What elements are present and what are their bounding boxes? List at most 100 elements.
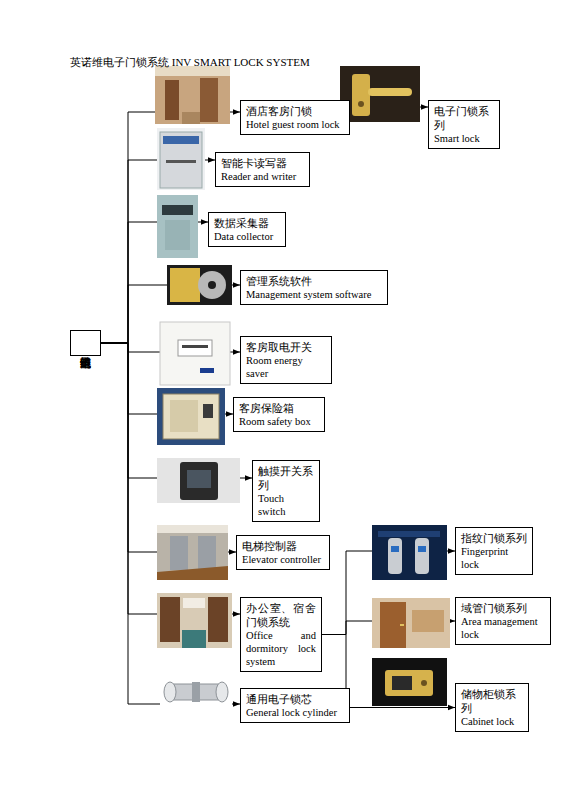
- reader-photo: [163, 136, 199, 144]
- software-photo: [198, 271, 226, 299]
- label-box: 客房保险箱Room safety box: [233, 397, 325, 432]
- elevator-photo: [157, 566, 228, 580]
- safety-box-photo: [157, 388, 225, 445]
- label-title: 指纹门锁系列: [461, 531, 527, 545]
- energy-saver-photo: [182, 345, 208, 348]
- label-text: Hotel guest room lock: [246, 118, 344, 131]
- cylinder-photo: [160, 670, 232, 715]
- cabinet-photo: [372, 658, 447, 706]
- office-photo: [208, 597, 228, 642]
- touch-switch-photo: [157, 458, 240, 503]
- reader-photo: [160, 132, 202, 188]
- collector-photo: [157, 195, 198, 258]
- cabinet-photo: [385, 670, 433, 696]
- touch-switch-photo: [180, 462, 218, 500]
- label-box: 酒店客房门锁Hotel guest room lock: [240, 100, 350, 135]
- diagram-title: 英诺维电子门锁系统 INV SMART LOCK SYSTEM: [70, 55, 310, 69]
- label-title: 数据采集器: [214, 216, 280, 230]
- label-title: 通用电子锁芯: [246, 692, 344, 706]
- label-box: 电梯控制器Elevator controller: [236, 535, 330, 570]
- label-text: Fingerprint lock: [461, 545, 527, 571]
- cabinet-photo: [392, 676, 412, 690]
- safety-box-photo: [157, 388, 225, 445]
- cabinet-photo: [421, 680, 427, 686]
- label-box: 数据采集器Data collector: [208, 212, 286, 247]
- root-box: 英诺维电子门锁系统: [70, 330, 101, 356]
- cylinder-photo: [160, 670, 232, 715]
- touch-switch-photo: [157, 458, 240, 503]
- fingerprint-photo: [415, 538, 429, 574]
- elevator-photo: [157, 525, 228, 533]
- hotel-photo: [165, 80, 179, 120]
- hotel-photo: [182, 112, 200, 124]
- label-title: 域管门锁系列: [461, 601, 545, 615]
- elevator-photo: [170, 536, 188, 570]
- label-text: Data collector: [214, 230, 280, 243]
- label-text: Cabinet lock: [461, 715, 523, 728]
- smart-lock-photo: [368, 88, 412, 96]
- label-text: Room safety box: [239, 415, 319, 428]
- area-lock-photo: [412, 610, 444, 632]
- office-photo: [182, 630, 206, 648]
- label-title: 触摸开关系列: [258, 464, 314, 492]
- label-title: 客房保险箱: [239, 401, 319, 415]
- label-box: 电子门锁系列Smart lock: [428, 100, 500, 149]
- elevator-photo: [157, 525, 228, 580]
- cabinet-photo: [372, 658, 447, 706]
- label-box: 通用电子锁芯General lock cylinder: [240, 688, 350, 723]
- software-photo: [208, 281, 216, 289]
- touch-switch-photo: [187, 470, 211, 488]
- label-text: Elevator controller: [242, 553, 324, 566]
- software-photo: [167, 265, 232, 305]
- label-text: Management system software: [246, 288, 382, 301]
- fingerprint-photo: [388, 538, 402, 574]
- fingerprint-photo: [418, 546, 426, 552]
- label-box: 办公室、宿舍门锁系统Office and dormitory lock syst…: [240, 597, 322, 672]
- reader-photo: [157, 128, 205, 190]
- label-text: Smart lock: [434, 132, 494, 145]
- arrow-connector: [101, 343, 240, 704]
- collector-photo: [157, 195, 198, 258]
- software-photo: [170, 268, 200, 302]
- label-title: 酒店客房门锁: [246, 104, 344, 118]
- label-title: 办公室、宿舍门锁系统: [246, 601, 316, 629]
- office-photo: [160, 597, 180, 642]
- software-photo: [167, 265, 232, 305]
- label-box: 指纹门锁系列Fingerprint lock: [455, 527, 533, 575]
- label-box: 域管门锁系列Area management lock: [455, 597, 551, 645]
- reader-photo: [166, 160, 196, 163]
- safety-box-photo: [170, 400, 198, 432]
- label-title: 电梯控制器: [242, 539, 324, 553]
- cylinder-photo: [164, 682, 176, 702]
- energy-saver-photo: [160, 322, 230, 385]
- fingerprint-photo: [391, 546, 399, 552]
- energy-saver-photo: [160, 322, 230, 385]
- label-title: 电子门锁系列: [434, 104, 494, 132]
- hotel-photo: [155, 66, 230, 124]
- smart-lock-photo: [340, 66, 420, 122]
- label-title: 智能卡读写器: [221, 156, 304, 170]
- elevator-photo: [198, 536, 216, 570]
- label-text: Area management lock: [461, 615, 545, 641]
- safety-box-photo: [163, 394, 219, 439]
- hotel-photo: [155, 66, 230, 124]
- energy-saver-photo: [178, 340, 212, 356]
- area-lock-photo: [372, 598, 450, 648]
- fingerprint-photo: [372, 525, 447, 580]
- area-lock-photo: [400, 624, 404, 626]
- label-box: 管理系统软件Management system software: [240, 270, 388, 305]
- collector-photo: [162, 205, 193, 215]
- label-box: 触摸开关系列Touch switch: [252, 460, 320, 522]
- smart-lock-photo: [340, 66, 420, 122]
- label-title: 储物柜锁系列: [461, 687, 523, 715]
- safety-box-photo: [203, 404, 213, 418]
- label-box: 储物柜锁系列Cabinet lock: [455, 683, 529, 732]
- fingerprint-photo: [378, 531, 440, 537]
- energy-saver-photo: [200, 368, 214, 373]
- hotel-photo: [200, 78, 218, 122]
- fingerprint-photo: [372, 525, 447, 580]
- office-photo: [183, 598, 205, 608]
- label-text: Reader and writer: [221, 170, 304, 183]
- area-lock-photo: [372, 598, 450, 648]
